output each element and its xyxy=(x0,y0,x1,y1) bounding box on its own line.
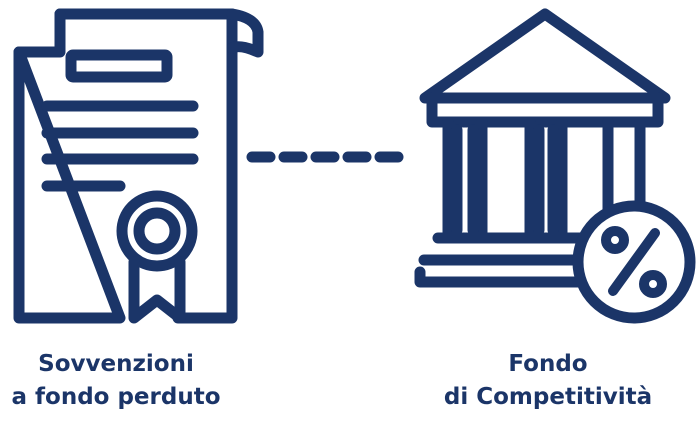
left-caption: Sovvenzioni a fondo perduto xyxy=(0,348,232,414)
percent-badge-icon xyxy=(572,200,696,324)
certificate-document-icon xyxy=(13,8,264,324)
right-caption-line1: Fondo xyxy=(508,351,588,377)
right-caption-line2: di Competitività xyxy=(443,384,653,410)
left-caption-line1: Sovvenzioni xyxy=(38,351,194,377)
right-caption: Fondo di Competitività xyxy=(412,348,684,414)
left-caption-line2: a fondo perduto xyxy=(11,384,221,410)
